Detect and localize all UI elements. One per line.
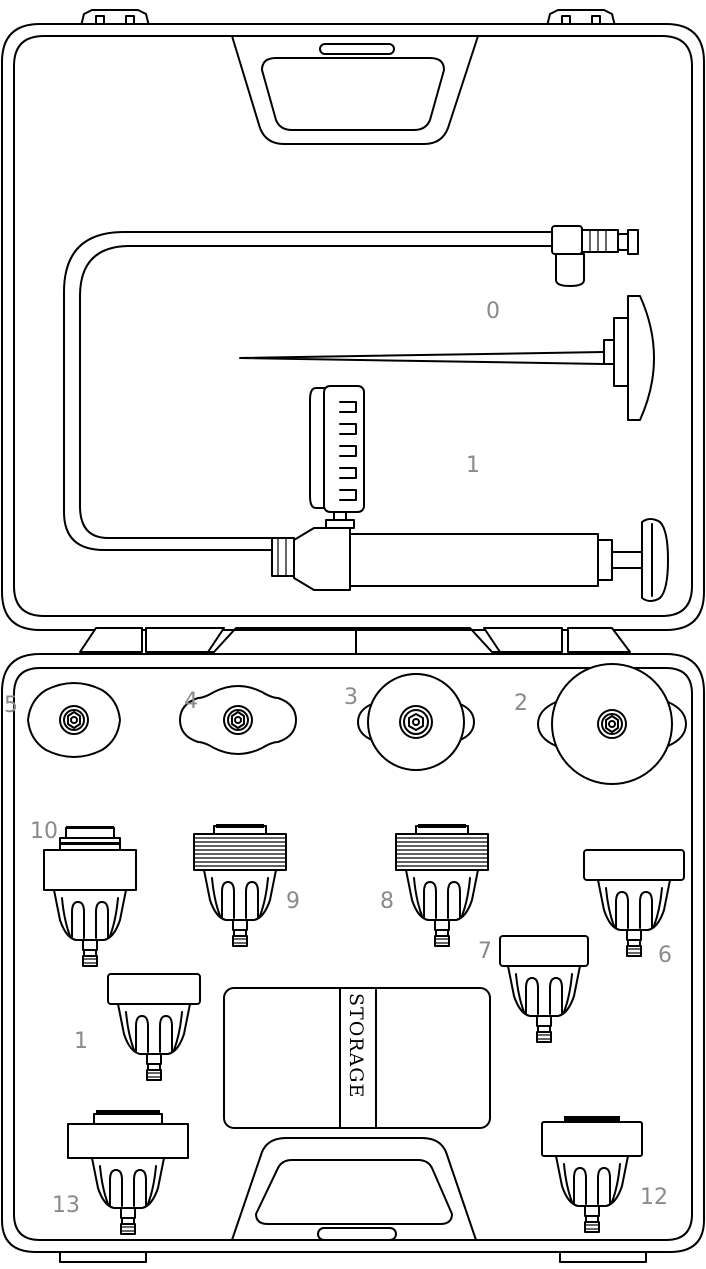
- adapter-12: [541, 1116, 643, 1233]
- case-base: [1, 653, 705, 1263]
- label-cap-5: 5: [4, 693, 18, 718]
- cap-adapter-2: [537, 663, 687, 785]
- storage-compartment: STORAGE: [223, 987, 491, 1129]
- case-hinge: [79, 627, 631, 657]
- adapter-11: [107, 973, 201, 1081]
- label-adapter-13: 13: [52, 1193, 80, 1218]
- adapter-6: [583, 849, 685, 957]
- label-adapter-12: 12: [640, 1185, 668, 1210]
- case-lid: [1, 9, 705, 631]
- label-adapter-9: 9: [286, 889, 300, 914]
- adapter-10: [43, 826, 137, 967]
- label-adapter-8: 8: [380, 889, 394, 914]
- cap-adapter-5: [27, 682, 121, 758]
- label-cap-3: 3: [344, 685, 358, 710]
- gauge-probe: [239, 295, 655, 421]
- pressure-hose: [63, 225, 639, 551]
- cap-adapter-3: [357, 673, 475, 771]
- label-cap-2: 2: [514, 691, 528, 716]
- adapter-13: [67, 1110, 189, 1235]
- label-cap-4: 4: [184, 689, 198, 714]
- adapter-7: [499, 935, 589, 1043]
- pressure-pump: [271, 385, 669, 602]
- label-adapter-11: 1: [74, 1029, 88, 1054]
- storage-label: STORAGE: [345, 993, 367, 1098]
- label-gauge: 0: [486, 299, 500, 324]
- cap-adapter-4: [179, 685, 297, 755]
- label-adapter-6: 6: [658, 943, 672, 968]
- label-adapter-7: 7: [478, 939, 492, 964]
- label-pump: 1: [466, 453, 480, 478]
- label-adapter-10: 10: [30, 819, 58, 844]
